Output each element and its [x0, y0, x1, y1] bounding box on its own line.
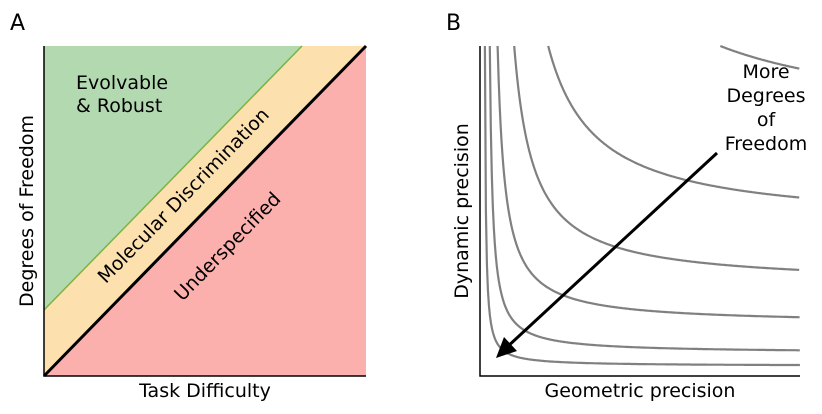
panel-a-x-label: Task Difficulty	[138, 380, 271, 402]
arrow-label-line2: Degrees	[726, 85, 805, 107]
degrees-of-freedom-arrow	[496, 151, 719, 358]
precision-curve	[483, 45, 801, 367]
panel-b-axes	[479, 46, 800, 377]
arrow-label-line4: Freedom	[725, 133, 808, 155]
panel-b-x-label: Geometric precision	[545, 380, 736, 402]
panel-a-letter: A	[10, 11, 25, 36]
arrow-label-line1: More	[742, 61, 789, 83]
diagonal-line	[42, 44, 368, 378]
precision-curve	[496, 45, 800, 319]
panel-b-letter: B	[446, 11, 461, 36]
panel-a-y-label: Degrees of Freedom	[16, 115, 38, 307]
arrow-label-line3: of	[757, 109, 777, 131]
arrow-shaft	[504, 151, 719, 350]
arrow-head	[496, 337, 517, 358]
precision-curves	[483, 44, 801, 367]
panel-b-y-label: Dynamic precision	[451, 123, 473, 299]
evolvable-label-line2: & Robust	[76, 95, 162, 117]
panel-a-plot	[42, 44, 368, 378]
evolvable-label-line1: Evolvable	[76, 72, 168, 94]
precision-curve	[547, 45, 800, 199]
precision-curve	[488, 45, 800, 352]
evolvable-boundary-line	[43, 45, 303, 311]
precision-curve	[513, 45, 800, 271]
precision-curve	[719, 44, 800, 70]
panel-a-axes	[43, 46, 366, 377]
